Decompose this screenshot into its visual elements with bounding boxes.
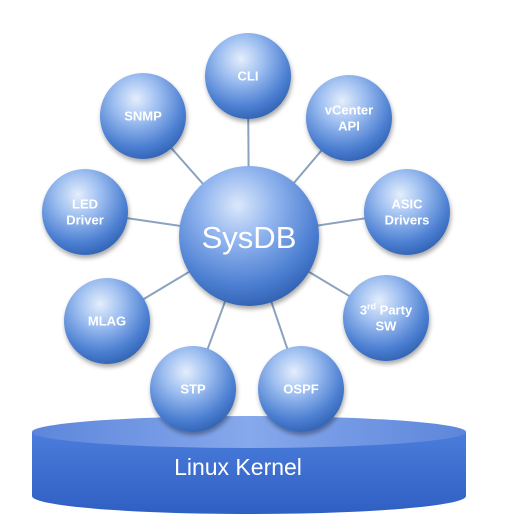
node-label-asic-1: Drivers xyxy=(385,213,430,228)
linux-kernel-base: Linux Kernel xyxy=(32,416,466,514)
node-label-led-0: LED xyxy=(72,197,98,212)
base-top xyxy=(32,416,466,448)
node-label-vcenter-0: vCenter xyxy=(325,103,373,118)
node-ospf: OSPF xyxy=(258,346,344,432)
node-circle-asic xyxy=(364,169,450,255)
node-mlag: MLAG xyxy=(64,278,150,364)
node-label-stp-0: STP xyxy=(180,382,206,397)
sysdb-hub: SysDB xyxy=(179,166,319,306)
node-label-3rdparty-1: SW xyxy=(376,319,398,334)
node-circle-led xyxy=(42,169,128,255)
sysdb-circle xyxy=(179,166,319,306)
node-label-led-1: Driver xyxy=(66,213,104,228)
node-label-3rdparty-0: 3rd Party xyxy=(360,302,413,318)
node-label-mlag-0: MLAG xyxy=(88,314,126,329)
node-circle-ospf xyxy=(258,346,344,432)
linux-kernel-label: Linux Kernel xyxy=(174,454,302,480)
base-body xyxy=(32,432,466,514)
node-circle-stp xyxy=(150,346,236,432)
node-label-asic-0: ASIC xyxy=(391,197,423,212)
node-snmp: SNMP xyxy=(100,73,186,159)
sysdb-label: SysDB xyxy=(202,220,297,255)
node-cli: CLI xyxy=(205,33,291,119)
node-label-snmp-0: SNMP xyxy=(124,109,162,124)
node-label-cli-0: CLI xyxy=(238,69,259,84)
node-stp: STP xyxy=(150,346,236,432)
node-label-ospf-0: OSPF xyxy=(283,382,318,397)
node-circle-3rdparty xyxy=(343,275,429,361)
node-circle-snmp xyxy=(100,73,186,159)
node-circle-vcenter xyxy=(306,75,392,161)
node-circle-cli xyxy=(205,33,291,119)
node-circle-mlag xyxy=(64,278,150,364)
node-label-vcenter-1: API xyxy=(338,119,360,134)
